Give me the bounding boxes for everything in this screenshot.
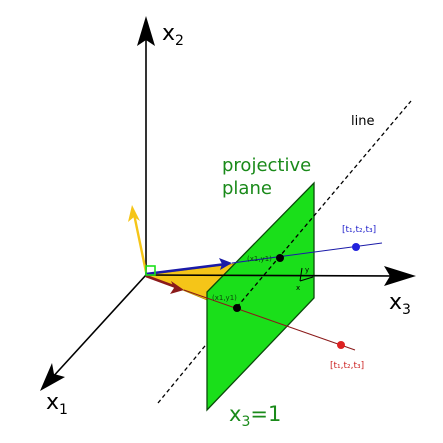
local-y-axis bbox=[299, 267, 303, 282]
projective-plane-label-line2: plane bbox=[222, 178, 272, 199]
local-x-label: x bbox=[296, 284, 300, 292]
red-line bbox=[183, 289, 356, 351]
local-y-label: y bbox=[305, 266, 309, 274]
x3-axis bbox=[145, 274, 399, 277]
red-arrowhead bbox=[170, 281, 184, 294]
origin-square bbox=[145, 265, 156, 276]
x1-axis-label: x1 bbox=[46, 390, 68, 418]
x1-axis bbox=[49, 274, 147, 381]
red-point-label: [t₁,t₂,t₃] bbox=[330, 361, 364, 371]
blue-point bbox=[352, 243, 360, 251]
line-label: line bbox=[351, 114, 374, 129]
upper-intersection-label: (x1,y1) bbox=[247, 255, 272, 263]
x2-axis-label: x2 bbox=[162, 21, 184, 49]
blue-arrowhead bbox=[219, 258, 232, 270]
red-point bbox=[337, 341, 345, 349]
x3-axis-label: x3 bbox=[389, 290, 411, 318]
lower-intersection-point bbox=[233, 304, 241, 312]
projective-plane-label-line1: projective bbox=[222, 155, 311, 176]
lower-intersection-label: (x1,y1) bbox=[212, 294, 237, 302]
yellow-arrow bbox=[132, 213, 148, 273]
local-x-axis bbox=[299, 276, 314, 282]
plane-equation-label: x3=1 bbox=[229, 402, 281, 430]
projective-plane bbox=[206, 181, 315, 412]
x3-arrowhead bbox=[384, 266, 416, 286]
x2-arrowhead bbox=[137, 16, 155, 46]
yellow-arrowhead bbox=[128, 205, 140, 222]
blue-vector bbox=[145, 262, 227, 276]
blue-point-label: [t₁,t₂,t₃] bbox=[342, 225, 376, 235]
x1-arrowhead bbox=[40, 363, 65, 391]
red-vector bbox=[145, 274, 177, 289]
upper-intersection-point bbox=[276, 254, 284, 262]
dashed-line-front bbox=[236, 100, 412, 308]
